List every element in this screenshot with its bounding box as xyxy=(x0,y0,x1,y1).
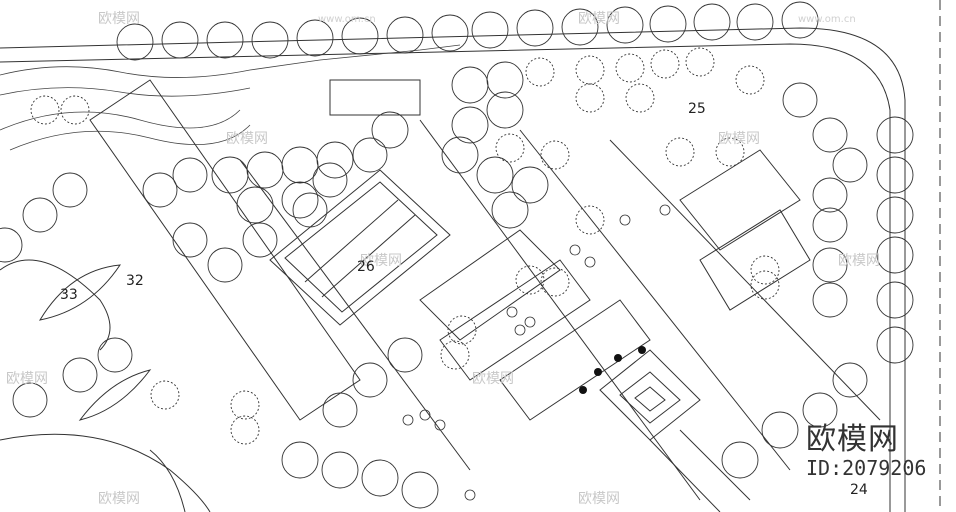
garden-corner-number: 25 xyxy=(688,101,706,117)
watermark-url: www.om.cn xyxy=(318,14,376,25)
watermark-tile: 欧模网 xyxy=(838,253,880,269)
watermark-tile: 欧模网 xyxy=(98,11,140,27)
star-shrubs xyxy=(579,346,646,394)
watermark-tile: 欧模网 xyxy=(472,371,514,387)
watermark-tile: 欧模网 xyxy=(6,371,48,387)
watermark-tile: 欧模网 xyxy=(98,491,140,507)
watermark-brand-logo: 欧模网 xyxy=(806,422,899,457)
watermark-tile: 欧模网 xyxy=(360,253,402,269)
west-lawn-number: 32 xyxy=(126,273,144,289)
leaf-bed xyxy=(0,259,152,421)
plaza-steps xyxy=(419,149,811,421)
tennis-court xyxy=(269,169,451,326)
shrub-clusters xyxy=(30,47,780,445)
watermark-tile: 欧模网 xyxy=(578,491,620,507)
court-area-number: 26 xyxy=(357,259,375,275)
watermark-id-text: ID:2079206 xyxy=(806,456,927,480)
watermark-tile: 欧模网 xyxy=(226,131,268,147)
hatched-walkway xyxy=(0,44,461,151)
diagonal-blocks xyxy=(89,79,881,501)
watermark-tile: 欧模网 xyxy=(718,131,760,147)
se-block-number: 24 xyxy=(850,482,868,498)
outline-trees xyxy=(116,1,914,509)
palm-trees xyxy=(0,82,868,428)
small-dots xyxy=(402,204,671,501)
watermark-tile: 欧模网 xyxy=(578,11,620,27)
watermark-url: www.om.cn xyxy=(798,14,856,25)
paved-square xyxy=(599,349,751,512)
curved-path xyxy=(0,433,211,512)
leaf-bed-number: 33 xyxy=(60,287,78,303)
